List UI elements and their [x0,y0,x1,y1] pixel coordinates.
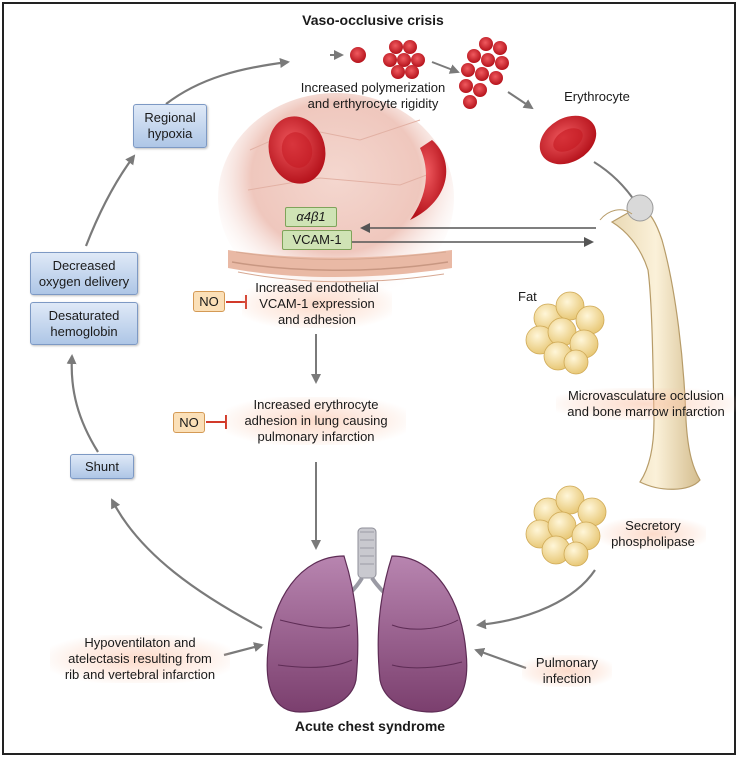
sickle-cell [410,140,447,220]
decreased-oxygen-box: Decreased oxygen delivery [30,252,138,295]
rbc-cluster-small [383,40,425,79]
secretory-phospholipase-label: Secretory phospholipase [600,518,706,550]
alpha4beta1-box: α4β1 [285,207,337,227]
desat-line-2: hemoglobin [50,323,118,339]
adhesion-line-1: Increased erythrocyte [253,397,379,412]
arrow-lung-to-shunt [111,498,263,629]
hypovent-line-1: Hypoventilaton and [84,635,196,650]
arrow-hypovent-to-lung [223,642,264,657]
arrow-cluster-1 [431,61,460,74]
arrow-shunt-to-desat [66,354,99,453]
polymerization-label: Increased polymerization and erthyrocyte… [268,80,478,112]
adhesion-lung-label: Increased erythrocyte adhesion in lung c… [226,397,406,445]
arrow-infection-to-lung [474,648,527,670]
hypovent-line-2: atelectasis resulting from [68,651,212,666]
erythrocyte-label: Erythrocyte [564,89,630,104]
microvasculature-line-1: Microvasculature occlusion [567,388,725,403]
oxygen-line-2: oxygen delivery [38,273,130,289]
vcam1-box: VCAM-1 [282,230,352,250]
polymerization-line-2: and erthyrocyte rigidity [307,96,439,111]
fat-cluster-2 [525,485,607,567]
infection-line-1: Pulmonary [535,655,599,670]
shunt-box: Shunt [70,454,134,479]
title-acute-chest-syndrome: Acute chest syndrome [294,718,446,734]
hypoxia-line-1: Regional [144,110,196,125]
endothelial-label: Increased endothelial VCAM-1 expression … [242,280,392,328]
title-vaso-occlusive: Vaso-occlusive crisis [302,12,444,28]
secretory-line-2: phospholipase [611,534,695,549]
vessel-section [218,93,454,303]
erythrocyte-cell [539,115,597,165]
arrow-decreased-to-hypoxia [84,154,136,247]
normal-rbc-in-vessel [268,116,326,184]
secretory-line-1: Secretory [625,518,681,533]
inhibit-line-2 [206,415,227,429]
adhesion-line-3: pulmonary infarction [257,429,375,444]
femur-bone [599,194,701,490]
lungs [266,527,468,713]
fat-cluster-1 [525,291,605,375]
pulmonary-infection-label: Pulmonary infection [522,655,612,687]
endothelial-line-3: and adhesion [277,312,357,327]
cycle-arrow-top [165,58,290,105]
no-box-2: NO [173,412,205,433]
microvasculature-line-2: and bone marrow infarction [567,404,725,419]
arrow-phospholipase-to-lung [476,569,596,630]
infection-line-2: infection [542,671,592,686]
regional-hypoxia-box: Regional hypoxia [133,104,207,148]
endothelial-line-2: VCAM-1 expression [259,296,375,311]
fat-label: Fat [518,289,537,304]
adhesion-line-2: adhesion in lung causing [244,413,388,428]
oxygen-line-1: Decreased [52,257,116,273]
desat-line-1: Desaturated [48,307,120,323]
single-rbc [350,47,366,63]
no-box-1: NO [193,291,225,312]
microvasculature-label: Microvasculature occlusion and bone marr… [556,388,736,420]
desaturated-hemoglobin-box: Desaturated hemoglobin [30,302,138,345]
polymerization-line-1: Increased polymerization [300,80,446,95]
hypoventilation-label: Hypoventilaton and atelectasis resulting… [50,635,230,683]
endothelial-line-1: Increased endothelial [255,280,379,295]
rbc-cluster-large [459,37,509,109]
arrow-cluster-2 [507,91,534,110]
hypovent-line-3: rib and vertebral infarction [64,667,216,682]
hypoxia-line-2: hypoxia [147,126,193,141]
